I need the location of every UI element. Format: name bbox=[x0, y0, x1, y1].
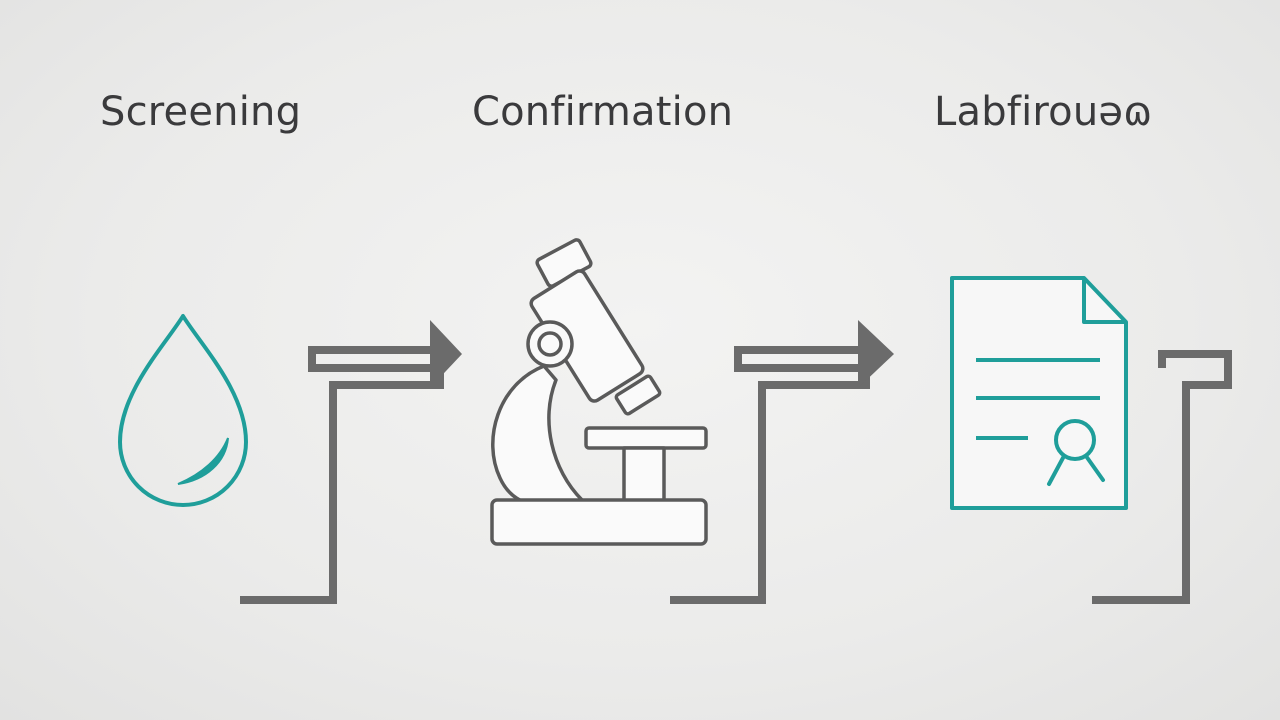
water-drop-icon bbox=[118, 314, 248, 507]
step-label-screening: Screening bbox=[100, 89, 302, 135]
flow-arrow-connector-2 bbox=[670, 320, 894, 604]
step-label-confirmation: Confirmation bbox=[472, 89, 734, 135]
microscope-icon bbox=[490, 238, 708, 546]
certificate-document-icon bbox=[950, 276, 1128, 510]
step-label-third: Labfirouəɷ bbox=[934, 89, 1153, 135]
flow-arrow-connector-1 bbox=[240, 320, 462, 604]
flow-arrow-connector-3 bbox=[1092, 350, 1232, 604]
